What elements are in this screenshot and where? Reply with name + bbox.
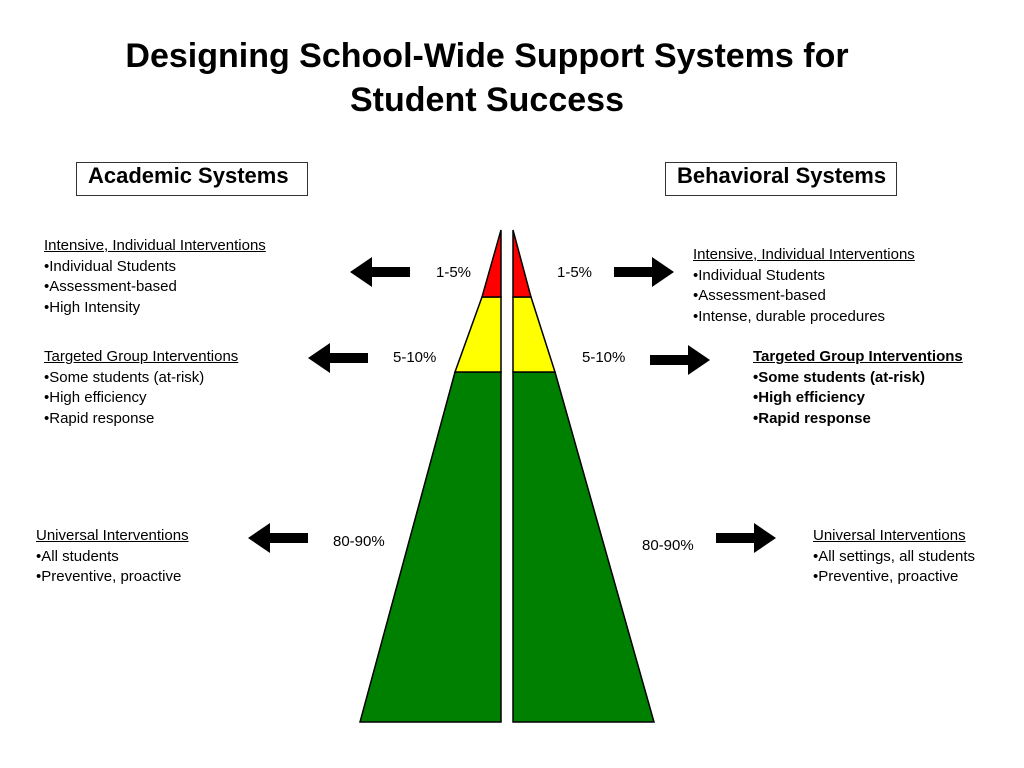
list-item: •Rapid response [753,409,871,427]
list-item: •Individual Students [44,257,177,275]
list-item: •High efficiency [753,389,865,406]
behavioral-percent-universal: 80-90% [642,537,694,554]
left-arrow-icon [350,257,410,287]
title-line-2: Student Success [350,81,624,119]
list-item: •Rapid response [44,409,155,427]
behavioral-universal-tier [512,371,655,723]
academic-intensive-tier [481,229,502,298]
list-item: •High Intensity [44,298,141,316]
behavioral-intensive-tier [512,229,532,298]
academic-percent-targeted: 5-10% [393,349,437,366]
list-item: •All students [36,547,119,565]
right-arrow-icon [650,345,710,375]
academic-systems-label: Academic Systems [88,163,289,188]
academic-targeted-tier [453,296,502,373]
left-arrow-icon [308,343,368,373]
academic-targeted-block: Targeted Group Interventions •Some stude… [44,347,238,429]
academic-systems-box [76,162,308,196]
behavioral-intensive-block: Intensive, Individual Interventions •Ind… [693,245,915,327]
behavioral-universal-heading: Universal Interventions [813,527,966,544]
list-item: •Assessment-based [693,287,826,304]
academic-universal-block: Universal Interventions •All students •P… [36,526,189,588]
page-title: Designing School-Wide Support Systems fo… [0,34,974,122]
behavioral-percent-intensive: 1-5% [557,264,593,281]
academic-intensive-heading: Intensive, Individual Interventions [44,237,266,254]
behavioral-targeted-tier [512,296,557,373]
behavioral-targeted-heading: Targeted Group Interventions [753,348,963,365]
behavioral-systems-label: Behavioral Systems [677,163,887,188]
title-line-1: Designing School-Wide Support Systems fo… [125,37,849,75]
behavioral-intensive-heading: Intensive, Individual Interventions [693,246,915,263]
right-arrow-icon [614,257,674,287]
list-item: •Intense, durable procedures [693,307,886,325]
behavioral-targeted-block: Targeted Group Interventions •Some stude… [753,347,963,429]
right-arrow-icon [716,523,776,553]
list-item: •High efficiency [44,389,147,406]
academic-percent-universal: 80-90% [333,533,385,550]
list-item: •Some students (at-risk) [753,368,925,386]
academic-universal-heading: Universal Interventions [36,527,189,544]
list-item: •All settings, all students [813,547,975,565]
academic-percent-intensive: 1-5% [436,264,472,281]
list-item: •Individual Students [693,266,826,284]
list-item: •Assessment-based [44,278,177,295]
left-arrow-icon [248,523,308,553]
academic-triangle [359,229,502,723]
behavioral-systems-box [665,162,897,196]
behavioral-percent-targeted: 5-10% [582,349,626,366]
list-item: •Some students (at-risk) [44,368,205,386]
behavioral-triangle [512,229,655,723]
list-item: •Preventive, proactive [813,568,959,585]
list-item: •Preventive, proactive [36,568,182,585]
academic-intensive-block: Intensive, Individual Interventions •Ind… [44,236,266,318]
behavioral-universal-block: Universal Interventions •All settings, a… [813,526,975,588]
academic-targeted-heading: Targeted Group Interventions [44,348,239,365]
